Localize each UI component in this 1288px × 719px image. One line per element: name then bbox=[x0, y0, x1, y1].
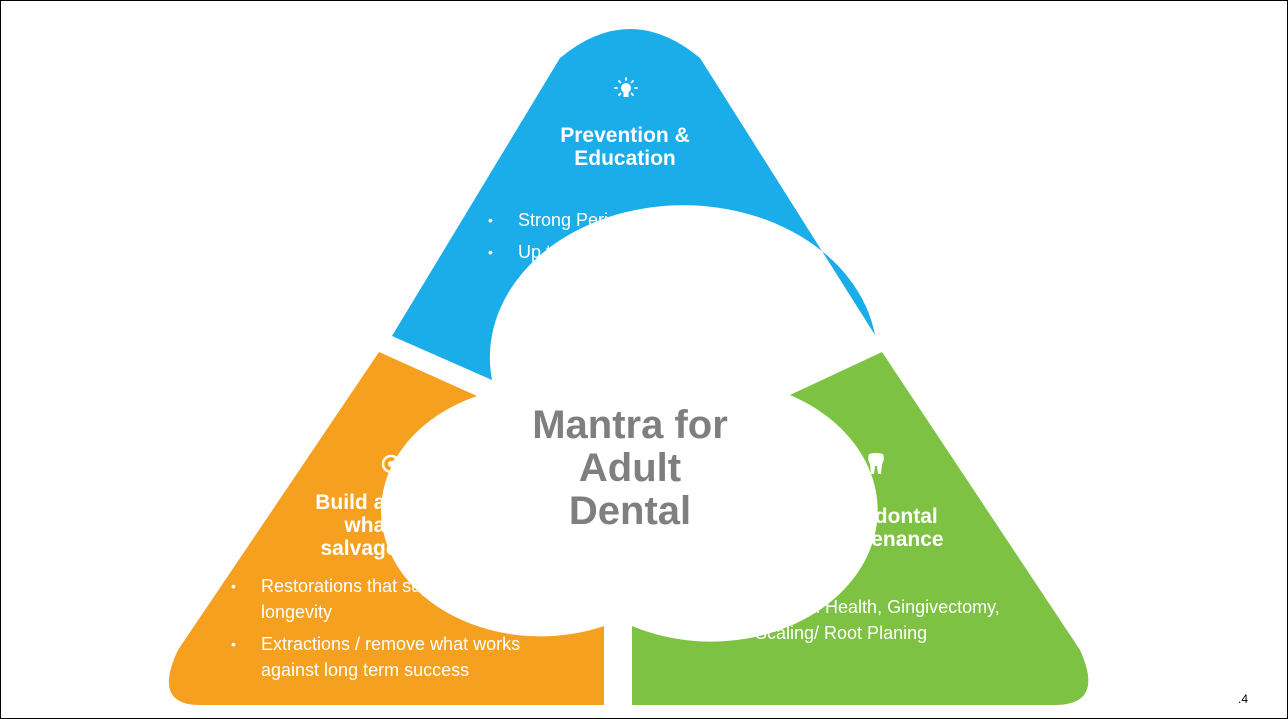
center-title-line: Mantra for bbox=[532, 403, 728, 447]
prevention-bullets: Strong Periodontal goals Up to 3 cleanin… bbox=[488, 207, 778, 271]
lightbulb-icon bbox=[614, 77, 638, 97]
center-title-line: Dental bbox=[568, 489, 692, 533]
bullet-item: Gingival Health, Gingivectomy, Scaling/ … bbox=[725, 594, 1055, 646]
salvage-title-line: Build around bbox=[315, 491, 445, 514]
bullet-item: Extractions / remove what works against … bbox=[231, 631, 581, 683]
prevention-segment bbox=[392, 29, 875, 380]
periodontal-title-line: Periodontal bbox=[822, 505, 938, 528]
salvage-title: Build around what is salvageable bbox=[270, 491, 490, 560]
prevention-title-line: Education bbox=[574, 147, 676, 170]
bullet-item: Strong Periodontal goals bbox=[488, 207, 778, 233]
prevention-title-line: Prevention & bbox=[560, 124, 690, 147]
periodontal-title-line: Maintenance bbox=[816, 528, 944, 551]
bullet-item: Restorations that support longevity bbox=[231, 573, 511, 625]
periodontal-bullets: Gingival Health, Gingivectomy, Scaling/ … bbox=[725, 594, 1055, 652]
salvage-bullets: Restorations that support longevity Extr… bbox=[231, 573, 601, 689]
center-title: Mantra for Adult Dental bbox=[480, 404, 780, 533]
tooth-icon bbox=[868, 453, 884, 474]
target-icon bbox=[381, 454, 401, 474]
bullet-item: Up to 3 cleanings per year bbox=[488, 239, 738, 265]
prevention-title: Prevention & Education bbox=[500, 124, 750, 170]
page-number: .4 bbox=[1238, 692, 1249, 706]
periodontal-title: Periodontal Maintenance bbox=[780, 505, 980, 551]
center-title-line: Adult bbox=[578, 446, 682, 490]
salvage-title-line: what is bbox=[344, 514, 416, 537]
salvage-title-line: salvageable bbox=[320, 537, 440, 560]
